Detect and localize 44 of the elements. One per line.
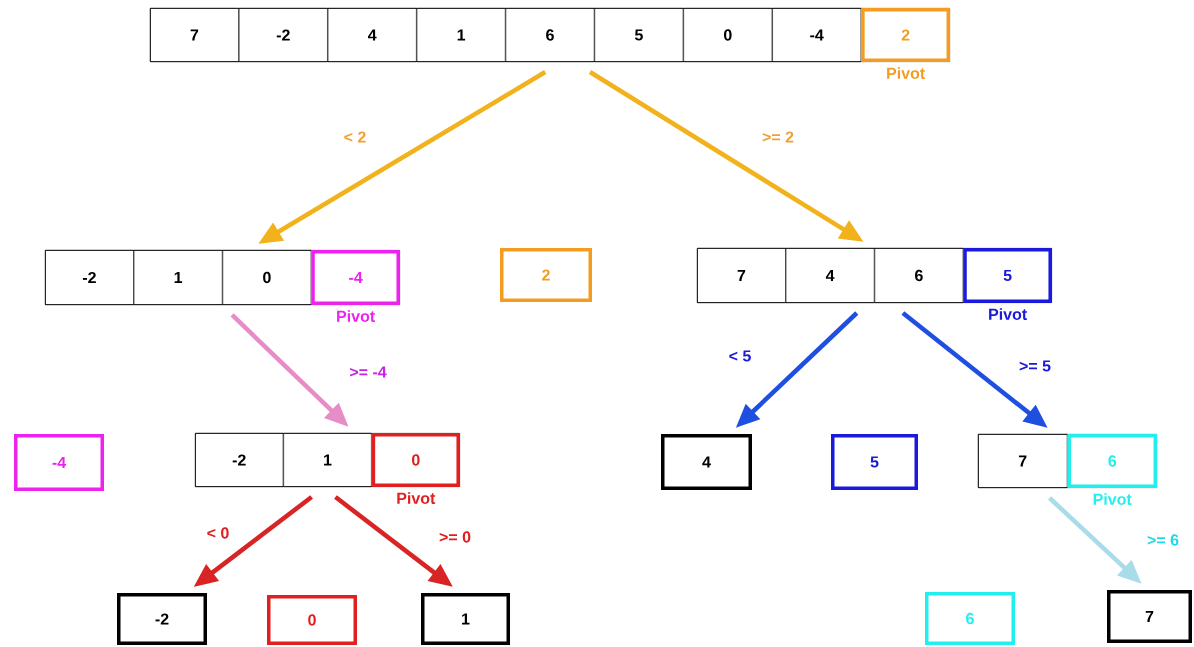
array-cell: -2 xyxy=(238,8,328,62)
array-cell: 6 xyxy=(1067,434,1158,488)
array-cell: -2 xyxy=(45,250,134,305)
array-cell: 2 xyxy=(861,8,951,62)
array-cell: 1 xyxy=(283,433,372,487)
array-cell: 7 xyxy=(149,8,239,62)
array-cell: -4 xyxy=(772,8,862,62)
array-cell: 7 xyxy=(977,434,1068,488)
array-cell: 1 xyxy=(133,250,223,305)
edge-label: >= 5 xyxy=(1018,359,1052,373)
array-cell: 0 xyxy=(371,433,460,487)
array-cell: -4 xyxy=(311,250,400,305)
value-box: -2 xyxy=(117,593,207,645)
pivot-label: Pivot xyxy=(397,492,436,504)
value-box: 6 xyxy=(925,592,1015,645)
edge-label: < 0 xyxy=(205,526,231,540)
array-cell: 6 xyxy=(874,248,964,303)
array-cell: -2 xyxy=(195,433,284,487)
array-cell: 4 xyxy=(327,8,417,62)
edge-label: >= 6 xyxy=(1146,533,1180,547)
edge-label: < 5 xyxy=(727,349,753,363)
array-cell: 7 xyxy=(697,248,786,303)
array-cell: 0 xyxy=(222,250,312,305)
array-cell: 1 xyxy=(416,8,506,62)
edge-label: >= 0 xyxy=(438,530,472,544)
array-cell: 5 xyxy=(963,248,1052,303)
pivot-label: Pivot xyxy=(337,310,375,322)
value-box: -4 xyxy=(14,434,104,491)
pivot-label: Pivot xyxy=(887,67,925,79)
edge-label: >= 2 xyxy=(761,130,795,144)
array-cell: 5 xyxy=(594,8,684,62)
array-cell: 4 xyxy=(785,248,875,303)
value-box: 7 xyxy=(1107,590,1192,643)
value-box: 4 xyxy=(661,434,752,490)
array-cell: 0 xyxy=(683,8,773,62)
array-cell: 6 xyxy=(505,8,595,62)
edge-label: >= -4 xyxy=(348,365,388,379)
value-box: 1 xyxy=(421,593,510,645)
pivot-label: Pivot xyxy=(989,308,1027,320)
edge-label: < 2 xyxy=(342,130,368,144)
value-box: 2 xyxy=(500,248,592,302)
pivot-label: Pivot xyxy=(1093,493,1132,505)
value-box: 0 xyxy=(267,595,357,645)
value-box: 5 xyxy=(831,434,918,490)
